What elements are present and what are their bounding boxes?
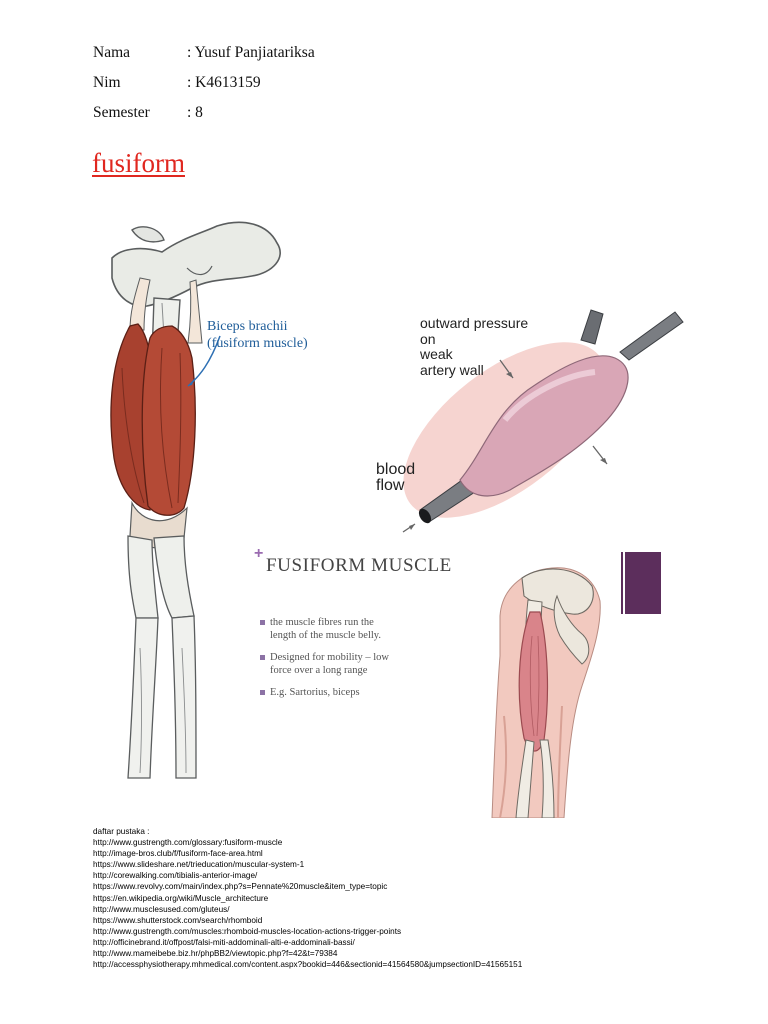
semester-label: Semester	[93, 104, 150, 121]
nim-value: : K4613159	[187, 74, 261, 91]
reference-link[interactable]: http://www.mameibebe.biz.hr/phpBB2/viewt…	[93, 949, 338, 959]
arm-figure	[482, 556, 632, 819]
reference-link[interactable]: https://en.wikipedia.org/wiki/Muscle_arc…	[93, 893, 269, 903]
page-title: fusiform	[92, 148, 185, 178]
slide-accent-line	[621, 552, 623, 614]
nim-row: Nim : K4613159	[93, 74, 261, 92]
pressure-label-line4: artery wall	[420, 361, 484, 378]
reference-link[interactable]: http://www.musclesused.com/gluteus/	[93, 904, 230, 914]
bullet-3: E.g. Sartorius, biceps	[260, 687, 389, 700]
bullet-1-line1: the muscle fibres run the	[270, 617, 374, 628]
pressure-label-line2: on	[420, 330, 436, 347]
blood-flow-label: blood flow	[376, 462, 415, 494]
name-value: : Yusuf Panjiatariksa	[187, 44, 315, 61]
name-row: Nama : Yusuf Panjiatariksa	[93, 44, 315, 62]
reference-link[interactable]: https://www.revolvy.com/main/index.php?s…	[93, 882, 388, 892]
arm-illustration	[491, 567, 601, 819]
pressure-label: outward pressure on weak artery wall	[420, 315, 529, 378]
biceps-label: Biceps brachii (fusiform muscle)	[207, 318, 308, 352]
bullet-icon	[260, 690, 265, 695]
nim-label: Nim	[93, 74, 121, 91]
slide-accent-bar	[621, 552, 661, 614]
reference-link[interactable]: http://corewalking.com/tibialis-anterior…	[93, 871, 258, 881]
vessel-illustration	[402, 309, 684, 533]
biceps-illustration	[110, 221, 281, 779]
reference-link[interactable]: https://www.shutterstock.com/search/rhom…	[93, 915, 263, 925]
bullet-2-line1: Designed for mobility – low	[270, 652, 389, 663]
pressure-label-line3: weak	[420, 346, 453, 362]
vessel-figure	[345, 300, 695, 540]
biceps-label-line1: Biceps brachii	[207, 319, 288, 334]
references-heading: daftar pustaka :	[93, 827, 150, 836]
biceps-label-line2: (fusiform muscle)	[207, 336, 308, 351]
slide-plus: +	[254, 545, 264, 562]
bullet-1-line2: length of the muscle belly.	[270, 629, 381, 641]
reference-link[interactable]: http://accessphysiotherapy.mhmedical.com…	[93, 960, 523, 970]
slide-bullets: the muscle fibres run the length of the …	[260, 617, 389, 700]
bullet-1: the muscle fibres run the length of the …	[260, 617, 389, 642]
slide-figure: + FUSIFORM MUSCLE the muscle fibres run …	[242, 545, 482, 805]
reference-link[interactable]: http://www.gustrength.com/muscles:rhombo…	[93, 926, 402, 936]
semester-value: : 8	[187, 104, 203, 121]
blood-flow-line2: flow	[376, 477, 405, 494]
pressure-label-line1: outward pressure	[420, 315, 529, 331]
bullet-2: Designed for mobility – low force over a…	[260, 652, 389, 677]
slide-title: FUSIFORM MUSCLE	[266, 555, 452, 576]
blood-flow-line1: blood	[376, 461, 416, 478]
reference-link[interactable]: http://image-bros.club/f/fusiform-face-a…	[93, 849, 263, 859]
bullet-icon	[260, 655, 265, 660]
bullet-2-line2: force over a long range	[270, 664, 368, 676]
biceps-figure	[92, 218, 342, 818]
reference-link[interactable]: https://www.slideshare.net/trieducation/…	[93, 860, 305, 870]
bullet-icon	[260, 620, 265, 625]
name-label: Nama	[93, 44, 131, 61]
semester-row: Semester : 8	[93, 104, 203, 122]
references: daftar pustaka : http://www.gustrength.c…	[93, 826, 522, 970]
reference-link[interactable]: http://officinebrand.it/offpost/falsi-mi…	[93, 937, 355, 947]
bullet-3-line1: E.g. Sartorius, biceps	[270, 687, 360, 698]
reference-link[interactable]: http://www.gustrength.com/glossary:fusif…	[93, 838, 283, 848]
